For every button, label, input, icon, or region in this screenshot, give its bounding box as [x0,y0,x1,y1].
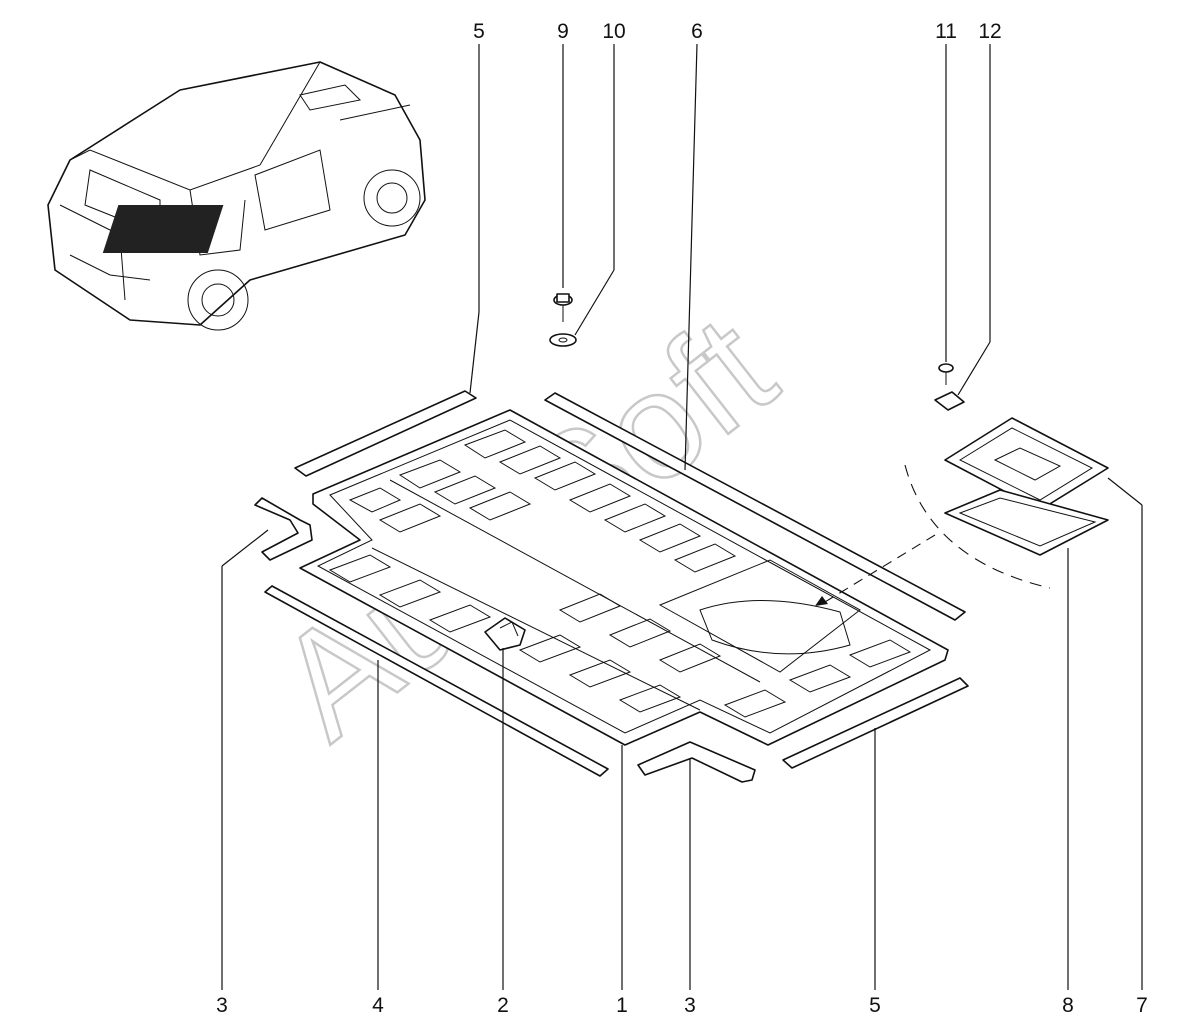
callout-bottom-1: 1 [616,994,628,1017]
part-3-bracket-right [637,741,756,990]
part-9-bolt [553,44,573,322]
callout-top-10: 10 [602,20,625,43]
part-11-screw [938,44,954,385]
part-5-strip-upper [294,44,480,477]
part-10-washer [549,44,615,347]
part-3-bracket-left [221,497,313,990]
panel-embossing [328,429,912,718]
callout-bottom-3-left: 3 [216,994,228,1017]
vehicle-illustration [47,61,426,331]
callout-top-11: 11 [935,20,957,43]
part-7-hatch-cover [944,417,1143,990]
part-12-clip [934,44,991,411]
callout-bottom-3-right: 3 [684,994,696,1017]
callout-top-9: 9 [557,20,569,43]
hatch-location-indicator [815,464,1051,606]
part-1-floor-panel [299,409,949,990]
part-5-strip-lower [782,677,969,990]
callout-top-6: 6 [691,20,703,43]
callout-bottom-8: 8 [1062,994,1074,1017]
callout-top-12: 12 [978,20,1001,43]
callout-bottom-4: 4 [372,994,384,1017]
callout-bottom-7: 7 [1136,994,1148,1017]
part-6-strip-rear [544,43,966,621]
part-4-strip-lower [264,585,609,990]
part-8-gasket [944,489,1109,990]
part-2-lashing-hook [484,617,526,990]
callout-bottom-2: 2 [497,994,509,1017]
callout-top-5: 5 [473,20,485,43]
callout-bottom-5: 5 [869,994,881,1017]
